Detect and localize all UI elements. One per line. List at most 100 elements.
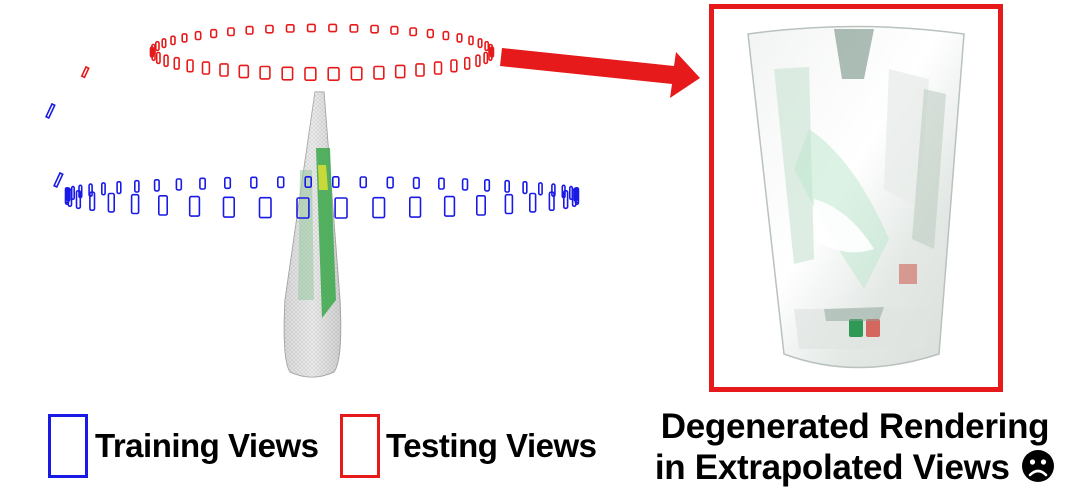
testing-camera: [463, 56, 471, 70]
testing-camera: [149, 46, 155, 59]
training-camera: [53, 171, 64, 189]
testing-camera: [456, 33, 463, 43]
training-camera: [443, 195, 456, 217]
rendered-tube-image: [747, 25, 965, 369]
testing-camera: [483, 51, 489, 65]
testing-camera: [186, 59, 194, 73]
training-camera: [372, 196, 386, 219]
training-camera: [412, 176, 420, 190]
testing-camera: [426, 28, 434, 39]
testing-camera: [373, 65, 385, 80]
training-camera: [304, 176, 313, 189]
testing-camera: [475, 54, 481, 68]
testing-camera: [219, 63, 229, 77]
training-camera: [175, 178, 183, 191]
testing-camera: [350, 66, 363, 81]
training-camera: [153, 179, 160, 192]
training-camera: [222, 196, 235, 218]
testing-camera: [181, 33, 188, 43]
training-camera: [386, 176, 394, 189]
training-camera: [483, 179, 491, 192]
testing-camera: [265, 24, 274, 34]
arrow-right-icon: [500, 48, 700, 98]
testing-camera: [155, 40, 160, 52]
training-camera: [130, 193, 140, 215]
training-camera: [188, 195, 201, 217]
training-camera: [134, 179, 140, 193]
training-camera: [475, 195, 486, 216]
caption-line-1: Degenerated Rendering: [660, 407, 1050, 446]
training-camera: [548, 191, 555, 211]
testing-camera: [390, 25, 399, 35]
testing-camera: [409, 27, 418, 37]
testing-camera: [173, 56, 180, 70]
training-camera: [107, 192, 116, 213]
training-camera: [250, 176, 258, 189]
testing-camera: [304, 66, 317, 81]
testing-camera: [306, 23, 316, 33]
testing-camera: [349, 23, 359, 33]
testing-camera: [285, 23, 295, 33]
testing-camera: [488, 48, 493, 62]
training-camera: [528, 192, 537, 213]
testing-camera: [415, 63, 425, 77]
training-camera: [504, 179, 511, 193]
training-camera: [45, 102, 56, 120]
testing-camera: [227, 27, 235, 37]
testing-legend-label: Testing Views: [386, 427, 597, 464]
training-camera: [116, 181, 122, 195]
testing-camera: [327, 66, 340, 81]
testing-camera: [484, 40, 490, 52]
testing-camera: [442, 30, 450, 41]
training-camera: [64, 187, 70, 206]
training-cameras: [45, 102, 580, 219]
tube-label-stripe: [316, 148, 336, 318]
testing-camera: [155, 51, 161, 65]
sad-face-icon: [1022, 450, 1055, 482]
testing-camera: [210, 28, 218, 39]
training-camera: [522, 181, 528, 195]
training-camera: [359, 176, 367, 189]
training-camera: [562, 190, 569, 210]
training-camera: [276, 176, 285, 189]
testing-camera: [201, 61, 211, 75]
training-legend-box: [48, 414, 88, 478]
testing-camera: [281, 66, 294, 81]
training-camera: [571, 188, 577, 208]
testing-camera: [394, 64, 406, 79]
training-camera: [158, 195, 169, 216]
training-camera: [537, 182, 543, 196]
training-legend-label: Training Views: [95, 427, 319, 464]
training-camera: [408, 196, 422, 218]
toothpaste-mesh: [283, 91, 342, 378]
rendering-frame: [709, 4, 1003, 392]
testing-camera: [259, 65, 271, 80]
testing-camera: [80, 65, 90, 79]
testing-camera: [238, 64, 250, 79]
training-camera: [334, 197, 348, 219]
testing-camera: [245, 25, 254, 35]
training-camera: [504, 193, 514, 215]
training-camera: [437, 177, 445, 190]
testing-camera: [450, 59, 458, 73]
testing-cameras: [80, 23, 495, 81]
testing-legend-box: [340, 414, 380, 478]
training-camera: [75, 190, 82, 210]
training-camera: [101, 182, 106, 196]
testing-camera: [370, 24, 379, 34]
caption-line-2: in Extrapolated Views: [640, 448, 1070, 488]
testing-camera: [477, 38, 483, 49]
testing-camera: [433, 61, 443, 75]
testing-camera: [468, 35, 474, 46]
testing-camera: [161, 38, 167, 49]
training-camera: [331, 176, 340, 189]
training-camera: [296, 197, 310, 219]
training-camera: [224, 176, 232, 190]
testing-camera: [163, 54, 169, 68]
testing-camera: [328, 23, 338, 33]
testing-camera: [194, 30, 202, 41]
training-camera: [199, 177, 206, 190]
training-camera: [89, 191, 96, 211]
training-camera: [461, 178, 469, 191]
